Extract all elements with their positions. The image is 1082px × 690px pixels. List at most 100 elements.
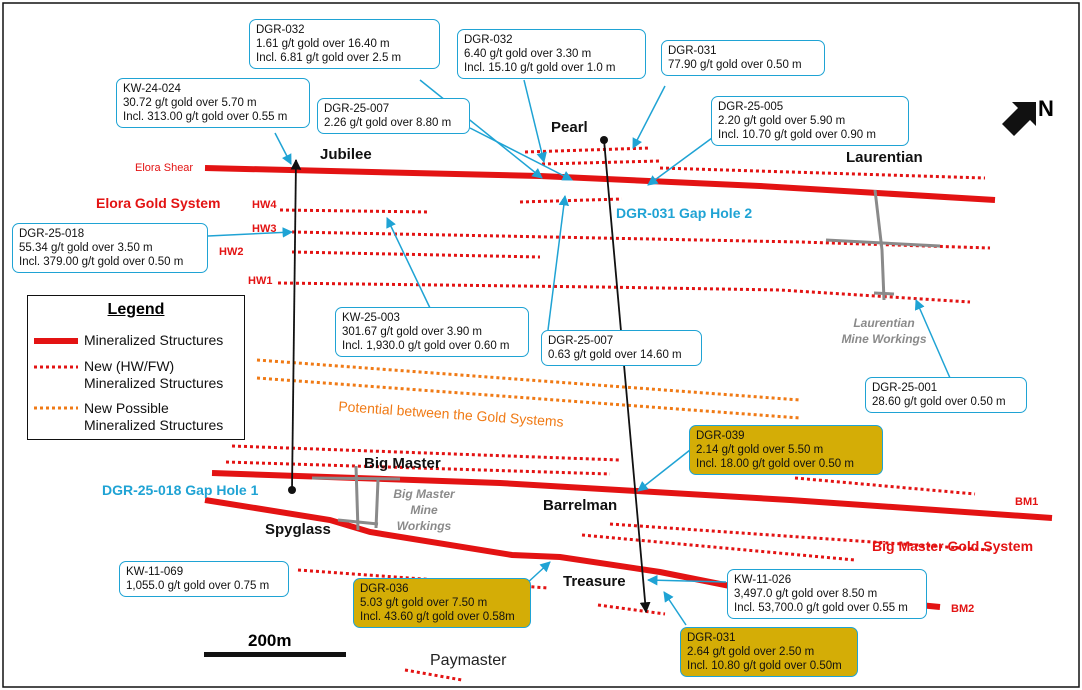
label-dgr25018-gap-hole: DGR-25-018 Gap Hole 1 bbox=[102, 482, 259, 498]
callout-dgr032-a: DGR-032 1.61 g/t gold over 16.40 m Incl.… bbox=[249, 19, 440, 69]
leader-dgr032-a bbox=[419, 79, 543, 179]
north-arrow: N bbox=[1000, 96, 1054, 141]
leader-dgr25007-a bbox=[469, 127, 573, 181]
callout-result-incl: Incl. 10.70 g/t gold over 0.90 m bbox=[718, 129, 876, 141]
laurentian-drift-1 bbox=[825, 238, 941, 248]
callout-result-incl: Incl. 379.00 g/t gold over 0.50 m bbox=[19, 256, 184, 268]
callout-kw11069: KW-11-069 1,055.0 g/t gold over 0.75 m bbox=[119, 561, 289, 597]
callout-dgr032-b: DGR-032 6.40 g/t gold over 3.30 m Incl. … bbox=[457, 29, 646, 79]
bm-hw-structure-3 bbox=[794, 476, 976, 496]
big-master-shaft-1 bbox=[354, 465, 360, 531]
callout-dgr031-a: DGR-031 77.90 g/t gold over 0.50 m bbox=[661, 40, 825, 76]
leader-dgr031-b bbox=[663, 591, 687, 626]
callout-hole-id: DGR-031 bbox=[668, 45, 717, 57]
label-laurentian-mine-workings: Laurentian Mine Workings bbox=[841, 316, 927, 346]
scale-label: 200m bbox=[248, 631, 292, 650]
label-bm2: BM2 bbox=[951, 603, 975, 615]
callout-result-incl: Incl. 6.81 g/t gold over 2.5 m bbox=[256, 52, 402, 64]
callout-hole-id: DGR-25-001 bbox=[872, 382, 938, 394]
callout-result: 28.60 g/t gold over 0.50 m bbox=[872, 396, 1006, 408]
bm-fw-structure-4 bbox=[597, 603, 666, 616]
leader-dgr25018 bbox=[207, 227, 294, 238]
label-hw2: HW2 bbox=[219, 246, 244, 258]
callout-result: 301.67 g/t gold over 3.90 m bbox=[342, 326, 483, 338]
leader-kw24024 bbox=[274, 132, 292, 165]
callout-hole-id: KW-11-069 bbox=[126, 566, 184, 578]
laurentian-drift-2 bbox=[873, 291, 895, 296]
possible-structure-1 bbox=[256, 358, 801, 402]
collar-pearl bbox=[600, 136, 608, 144]
callout-hole-id: DGR-032 bbox=[256, 24, 305, 36]
legend-item-mineralized: Mineralized Structures bbox=[84, 332, 224, 348]
callout-result: 2.26 g/t gold over 8.80 m bbox=[324, 117, 452, 129]
callout-result: 0.63 g/t gold over 14.60 m bbox=[548, 349, 682, 361]
legend-swatches bbox=[34, 338, 78, 410]
callout-result-incl: Incl. 18.00 g/t gold over 0.50 m bbox=[696, 458, 854, 470]
north-arrow-icon bbox=[1002, 102, 1036, 136]
callout-result: 6.40 g/t gold over 3.30 m bbox=[464, 48, 592, 60]
drill-trace-pearl bbox=[603, 139, 651, 614]
callout-result-incl: Incl. 43.60 g/t gold over 0.58m bbox=[360, 611, 515, 623]
callout-dgr031-b: DGR-031 2.64 g/t gold over 2.50 m Incl. … bbox=[680, 627, 858, 677]
callout-hole-id: DGR-25-005 bbox=[718, 101, 784, 113]
label-dgr031-gap-hole: DGR-031 Gap Hole 2 bbox=[616, 205, 753, 221]
callout-hole-id: KW-25-003 bbox=[342, 312, 400, 324]
legend-title: Legend bbox=[107, 301, 165, 318]
label-hw4: HW4 bbox=[252, 199, 277, 211]
callout-kw24024: KW-24-024 30.72 g/t gold over 5.70 m Inc… bbox=[116, 78, 310, 128]
leader-kw11026 bbox=[646, 574, 727, 586]
hw2-structure bbox=[291, 250, 541, 259]
hw4-structure bbox=[279, 208, 431, 214]
scale-bar-line bbox=[204, 652, 346, 657]
site-label-barrelman: Barrelman bbox=[543, 497, 618, 514]
possible-structure-2 bbox=[256, 376, 801, 420]
callout-result: 77.90 g/t gold over 0.50 m bbox=[668, 59, 802, 71]
callout-hole-id: DGR-25-007 bbox=[324, 103, 390, 115]
leader-dgr25007-b bbox=[547, 194, 570, 331]
callout-result-incl: Incl. 313.00 g/t gold over 0.55 m bbox=[123, 111, 288, 123]
big-master-drift-2 bbox=[337, 518, 379, 526]
leader-dgr032-b bbox=[523, 79, 547, 164]
callout-dgr036: DGR-036 5.03 g/t gold over 7.50 m Incl. … bbox=[353, 578, 531, 628]
big-master-shaft-2 bbox=[374, 479, 380, 529]
callout-result: 5.03 g/t gold over 7.50 m bbox=[360, 597, 488, 609]
laurentian-shaft bbox=[873, 189, 886, 301]
site-label-treasure: Treasure bbox=[563, 573, 626, 590]
callout-kw25003: KW-25-003 301.67 g/t gold over 3.90 m In… bbox=[335, 307, 529, 357]
dgr031-gap-structure bbox=[519, 197, 623, 204]
site-label-spyglass: Spyglass bbox=[265, 521, 331, 538]
bm-hw-structure-2 bbox=[225, 460, 611, 476]
callout-kw11026: KW-11-026 3,497.0 g/t gold over 8.50 m I… bbox=[727, 569, 927, 619]
bm-fw-structure-2 bbox=[581, 533, 856, 562]
callout-dgr25001: DGR-25-001 28.60 g/t gold over 0.50 m bbox=[865, 377, 1027, 413]
drill-trace-dgr25018 bbox=[290, 158, 302, 491]
leader-kw25003 bbox=[386, 217, 431, 309]
callout-result: 1.61 g/t gold over 16.40 m bbox=[256, 38, 390, 50]
callout-result: 2.64 g/t gold over 2.50 m bbox=[687, 646, 815, 658]
callout-result: 3,497.0 g/t gold over 8.50 m bbox=[734, 588, 878, 600]
hw1-structure bbox=[277, 281, 971, 304]
pearl-structure-upper bbox=[524, 146, 651, 154]
legend-item-new-hw-fw-2: Mineralized Structures bbox=[84, 375, 224, 391]
callout-hole-id: DGR-25-018 bbox=[19, 228, 85, 240]
collar-dgr25018 bbox=[288, 486, 296, 494]
legend-item-new-possible: New Possible bbox=[84, 400, 169, 416]
leader-dgr25005 bbox=[647, 137, 713, 186]
callout-result-incl: Incl. 15.10 g/t gold over 1.0 m bbox=[464, 62, 616, 74]
callout-result: 2.14 g/t gold over 5.50 m bbox=[696, 444, 824, 456]
elora-hw-structure-east bbox=[659, 166, 986, 180]
callout-hole-id: DGR-031 bbox=[687, 632, 736, 644]
callout-dgr25018: DGR-25-018 55.34 g/t gold over 3.50 m In… bbox=[12, 223, 208, 273]
callout-hole-id: DGR-25-007 bbox=[548, 335, 614, 347]
callout-dgr25007-a: DGR-25-007 2.26 g/t gold over 8.80 m bbox=[317, 98, 470, 134]
callout-hole-id: DGR-036 bbox=[360, 583, 409, 595]
hw3-structure bbox=[291, 230, 991, 250]
callout-hole-id: DGR-039 bbox=[696, 430, 745, 442]
legend-item-new-hw-fw: New (HW/FW) bbox=[84, 358, 175, 374]
callout-dgr25007-b: DGR-25-007 0.63 g/t gold over 14.60 m bbox=[541, 330, 702, 366]
label-hw1: HW1 bbox=[248, 275, 273, 287]
leader-dgr25001 bbox=[914, 299, 951, 379]
